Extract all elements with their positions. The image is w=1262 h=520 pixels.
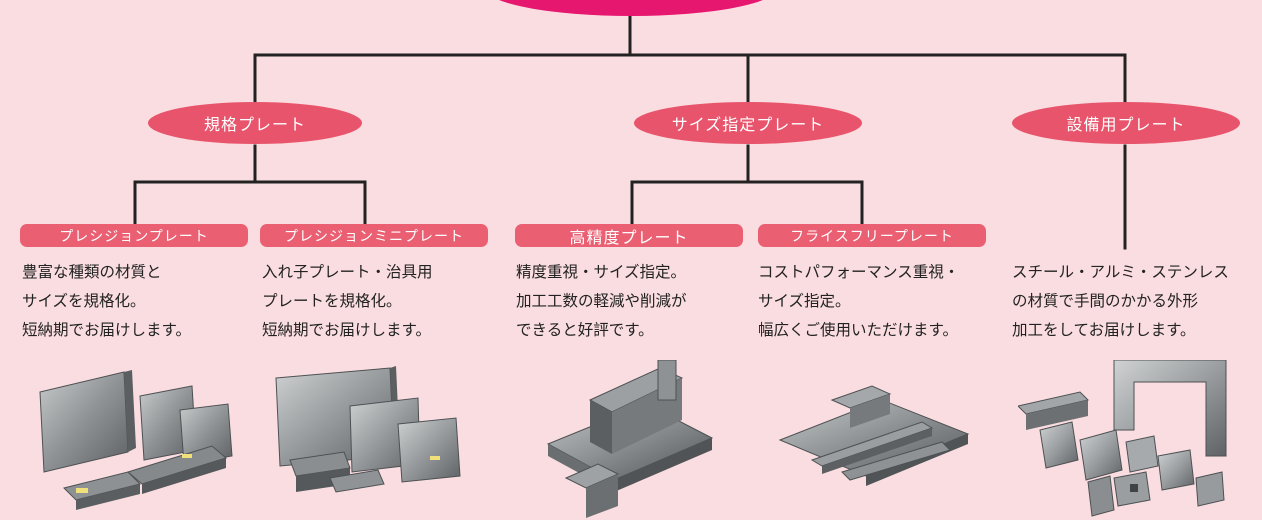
category-pill-standard-plate: 規格プレート <box>148 102 362 144</box>
product-pill-precision-mini-plate: プレシジョンミニプレート <box>260 224 488 247</box>
category-pill-size-specified-plate: サイズ指定プレート <box>634 102 862 144</box>
description-line: 短納期でお届けします。 <box>262 321 431 339</box>
equipment-plate-photo <box>1018 360 1227 517</box>
description-line: スチール・アルミ・ステンレス <box>1012 263 1229 281</box>
high-precision-plate-photo <box>546 360 714 518</box>
description-line: 精度重視・サイズ指定。 <box>516 263 687 281</box>
description-line: 入れ子プレート・治具用 <box>262 263 433 281</box>
product-pill-precision-plate: プレシジョンプレート <box>20 224 248 247</box>
category-label: 設備用プレート <box>1066 115 1186 134</box>
precision-plate-photo <box>39 370 233 510</box>
product-pill-milling-free-plate: フライスフリープレート <box>758 224 986 247</box>
product-description-5: スチール・アルミ・ステンレス の材質で手間のかかる外形 加工をしてお届けします。 <box>1012 258 1252 345</box>
category-label: 規格プレート <box>203 115 306 134</box>
top-category-pill <box>485 0 777 16</box>
category-pill-equipment-plate: 設備用プレート <box>1012 102 1240 144</box>
description-line: サイズ指定。 <box>758 292 851 310</box>
product-description-3: 精度重視・サイズ指定。 加工工数の軽減や削減が できると好評です。 <box>516 258 756 345</box>
description-line: 幅広くご使用いただけます。 <box>758 321 958 339</box>
precision-mini-plate-photo <box>275 366 461 493</box>
description-line: の材質で手間のかかる外形 <box>1012 292 1199 310</box>
description-line: コストパフォーマンス重視・ <box>758 263 960 281</box>
product-label: プレシジョンミニプレート <box>284 228 464 245</box>
category-label: サイズ指定プレート <box>671 115 825 134</box>
description-line: サイズを規格化。 <box>22 292 146 310</box>
description-line: 加工をしてお届けします。 <box>1012 321 1196 339</box>
description-line: できると好評です。 <box>516 321 654 339</box>
product-description-2: 入れ子プレート・治具用 プレートを規格化。 短納期でお届けします。 <box>262 258 502 345</box>
description-line: プレートを規格化。 <box>262 292 402 310</box>
product-description-1: 豊富な種類の材質と サイズを規格化。 短納期でお届けします。 <box>22 258 262 345</box>
product-label: 高精度プレート <box>569 227 689 247</box>
product-label: フライスフリープレート <box>790 228 954 245</box>
description-line: 加工工数の軽減や削減が <box>516 292 687 310</box>
description-line: 豊富な種類の材質と <box>22 263 162 281</box>
product-description-4: コストパフォーマンス重視・ サイズ指定。 幅広くご使用いただけます。 <box>758 258 998 345</box>
product-label: プレシジョンプレート <box>59 228 209 245</box>
description-line: 短納期でお届けします。 <box>22 321 191 339</box>
product-pill-high-precision-plate: 高精度プレート <box>515 224 743 247</box>
milling-free-plate-photo <box>778 385 970 486</box>
